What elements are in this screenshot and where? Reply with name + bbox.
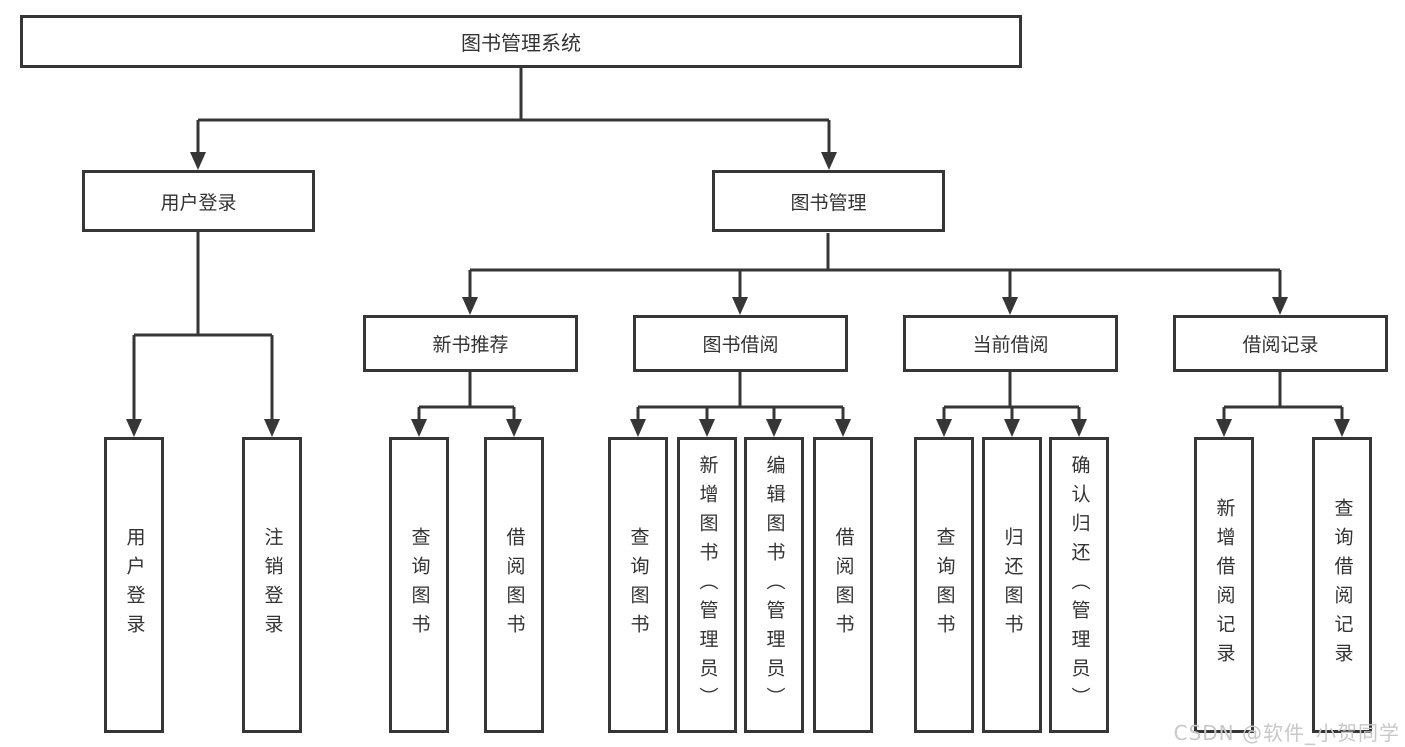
node-new-book-recommend: 新书推荐 xyxy=(363,315,578,372)
leaf-add-books-admin: 新增图书（管理员） xyxy=(677,437,737,733)
leaf-borrow-books: 借阅图书 xyxy=(813,437,873,733)
leaf-query-borrow-record: 查询借阅记录 xyxy=(1312,437,1372,733)
leaf-user-login: 用户登录 xyxy=(104,437,164,733)
leaf-logout: 注销登录 xyxy=(242,437,302,733)
leaf-edit-books-admin: 编辑图书（管理员） xyxy=(744,437,804,733)
arrowheads xyxy=(126,152,1350,437)
leaf-label: 查询借阅记录 xyxy=(1331,498,1354,672)
node-label: 图书借阅 xyxy=(702,334,779,356)
leaf-return-books: 归还图书 xyxy=(982,437,1042,733)
leaf-label: 借阅图书 xyxy=(832,527,855,643)
leaf-label: 查询图书 xyxy=(933,527,956,643)
leaf-label: 编辑图书（管理员） xyxy=(763,454,786,716)
leaf-confirm-return-admin: 确认归还（管理员） xyxy=(1049,437,1109,733)
leaf-label: 查询图书 xyxy=(408,527,431,643)
leaf-label: 查询图书 xyxy=(627,527,650,643)
csdn-watermark: CSDN @软件_小贺同学 xyxy=(1173,721,1400,745)
node-label: 当前借阅 xyxy=(972,334,1049,356)
node-label: 图书管理 xyxy=(790,191,867,214)
node-current-borrow: 当前借阅 xyxy=(903,315,1118,372)
node-label: 图书管理系统 xyxy=(461,31,581,55)
leaf-query-books: 查询图书 xyxy=(914,437,974,733)
leaf-label: 用户登录 xyxy=(123,527,146,643)
node-user-login: 用户登录 xyxy=(82,170,315,232)
leaf-label: 新增图书（管理员） xyxy=(696,454,719,716)
node-book-borrow: 图书借阅 xyxy=(633,315,848,372)
node-book-management: 图书管理 xyxy=(712,170,945,232)
node-label: 用户登录 xyxy=(160,191,237,214)
leaf-borrow-books: 借阅图书 xyxy=(484,437,544,733)
leaf-label: 注销登录 xyxy=(261,527,284,643)
node-label: 借阅记录 xyxy=(1242,334,1319,356)
leaf-query-books: 查询图书 xyxy=(389,437,449,733)
node-label: 新书推荐 xyxy=(432,334,509,356)
leaf-add-borrow-record: 新增借阅记录 xyxy=(1194,437,1254,733)
leaf-label: 归还图书 xyxy=(1001,527,1024,643)
leaf-label: 确认归还（管理员） xyxy=(1068,454,1091,716)
leaf-label: 借阅图书 xyxy=(503,527,526,643)
leaf-query-books: 查询图书 xyxy=(608,437,668,733)
leaf-label: 新增借阅记录 xyxy=(1213,498,1236,672)
node-borrow-record: 借阅记录 xyxy=(1173,315,1388,372)
node-library-management-system: 图书管理系统 xyxy=(20,15,1022,68)
